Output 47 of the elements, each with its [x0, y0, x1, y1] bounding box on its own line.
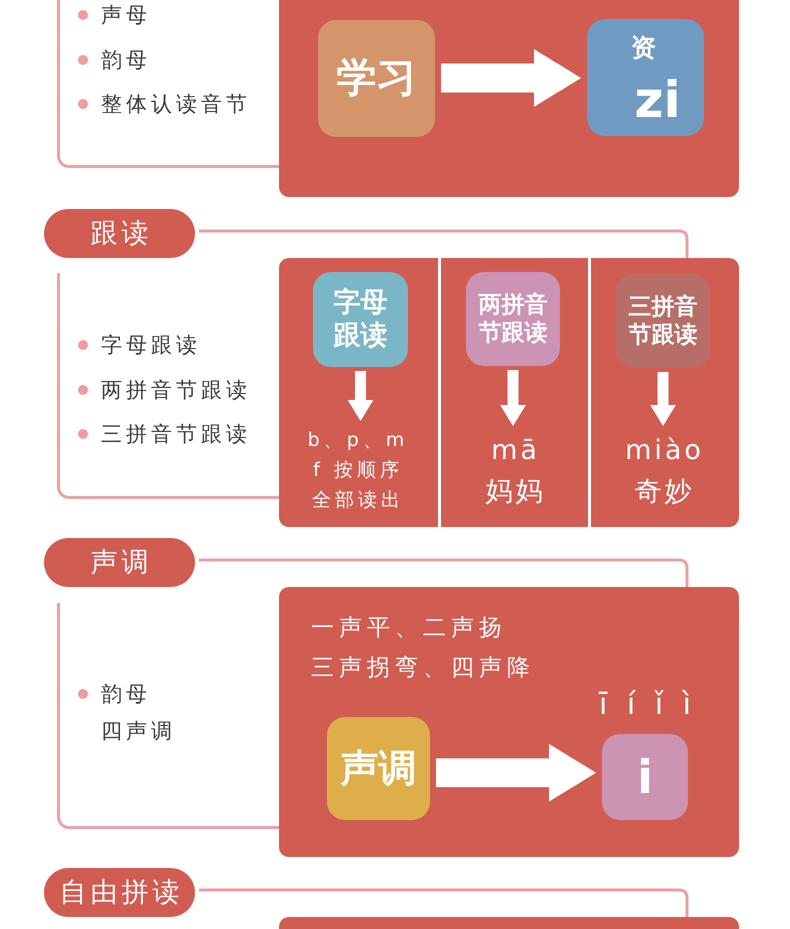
arrow: [500, 370, 526, 426]
arrow: [650, 372, 676, 426]
section-title: 跟读: [90, 216, 152, 250]
tile-label: zi: [634, 70, 681, 130]
list-item: 整体认读音节: [101, 91, 251, 118]
section-title: 声调: [90, 546, 152, 580]
rounded-tile: [466, 272, 560, 366]
list-item: 韵母四声调: [101, 680, 177, 744]
block-arrow: [441, 49, 581, 107]
example-text: miào: [624, 434, 704, 468]
arrow: [348, 371, 374, 421]
tile-label: 字母跟读: [332, 286, 388, 352]
rounded-tile: [327, 717, 430, 820]
list-item: 三拼音节跟读: [101, 421, 251, 448]
connector-line: [199, 230, 688, 258]
tile-label: 三拼音节跟读: [628, 292, 698, 350]
content-panel: [279, 0, 739, 197]
list-item: 韵母: [101, 47, 151, 74]
rounded-tile: [313, 272, 408, 367]
tile-label: 资: [631, 33, 656, 63]
content-panel: [279, 258, 739, 527]
section-pill: [44, 209, 195, 258]
list-item: 声母: [101, 2, 151, 29]
section-title: 自由拼读: [58, 876, 184, 910]
rounded-tile: [587, 19, 704, 136]
example-text: 奇妙: [634, 475, 694, 509]
section-pill: [44, 868, 195, 917]
connector-line: [199, 888, 688, 917]
tile-label: 两拼音节跟读: [478, 290, 548, 348]
tile-label: i: [637, 748, 653, 806]
content-panel: [279, 587, 739, 857]
rhyme-text: 三声拐弯、四声降: [311, 654, 535, 683]
rhyme-text: 一声平、二声扬: [311, 614, 507, 643]
rounded-tile: [318, 20, 435, 137]
list-item: 两拼音节跟读: [101, 377, 251, 404]
tile-label: 学习: [336, 54, 416, 103]
example-text: mā: [490, 434, 540, 468]
block-arrow: [436, 744, 596, 802]
tone-marks: ī í ǐ ì: [598, 688, 697, 722]
example-text: 妈妈: [484, 475, 546, 509]
rounded-tile: [602, 734, 688, 820]
tile-label: 声调: [340, 745, 416, 792]
example-text: b、p、m f 按顺序全部读出: [306, 428, 410, 513]
connector-line: [199, 558, 688, 587]
list-item: 字母跟读: [101, 332, 201, 359]
section-pill: [44, 538, 195, 587]
rounded-tile: [616, 274, 710, 368]
